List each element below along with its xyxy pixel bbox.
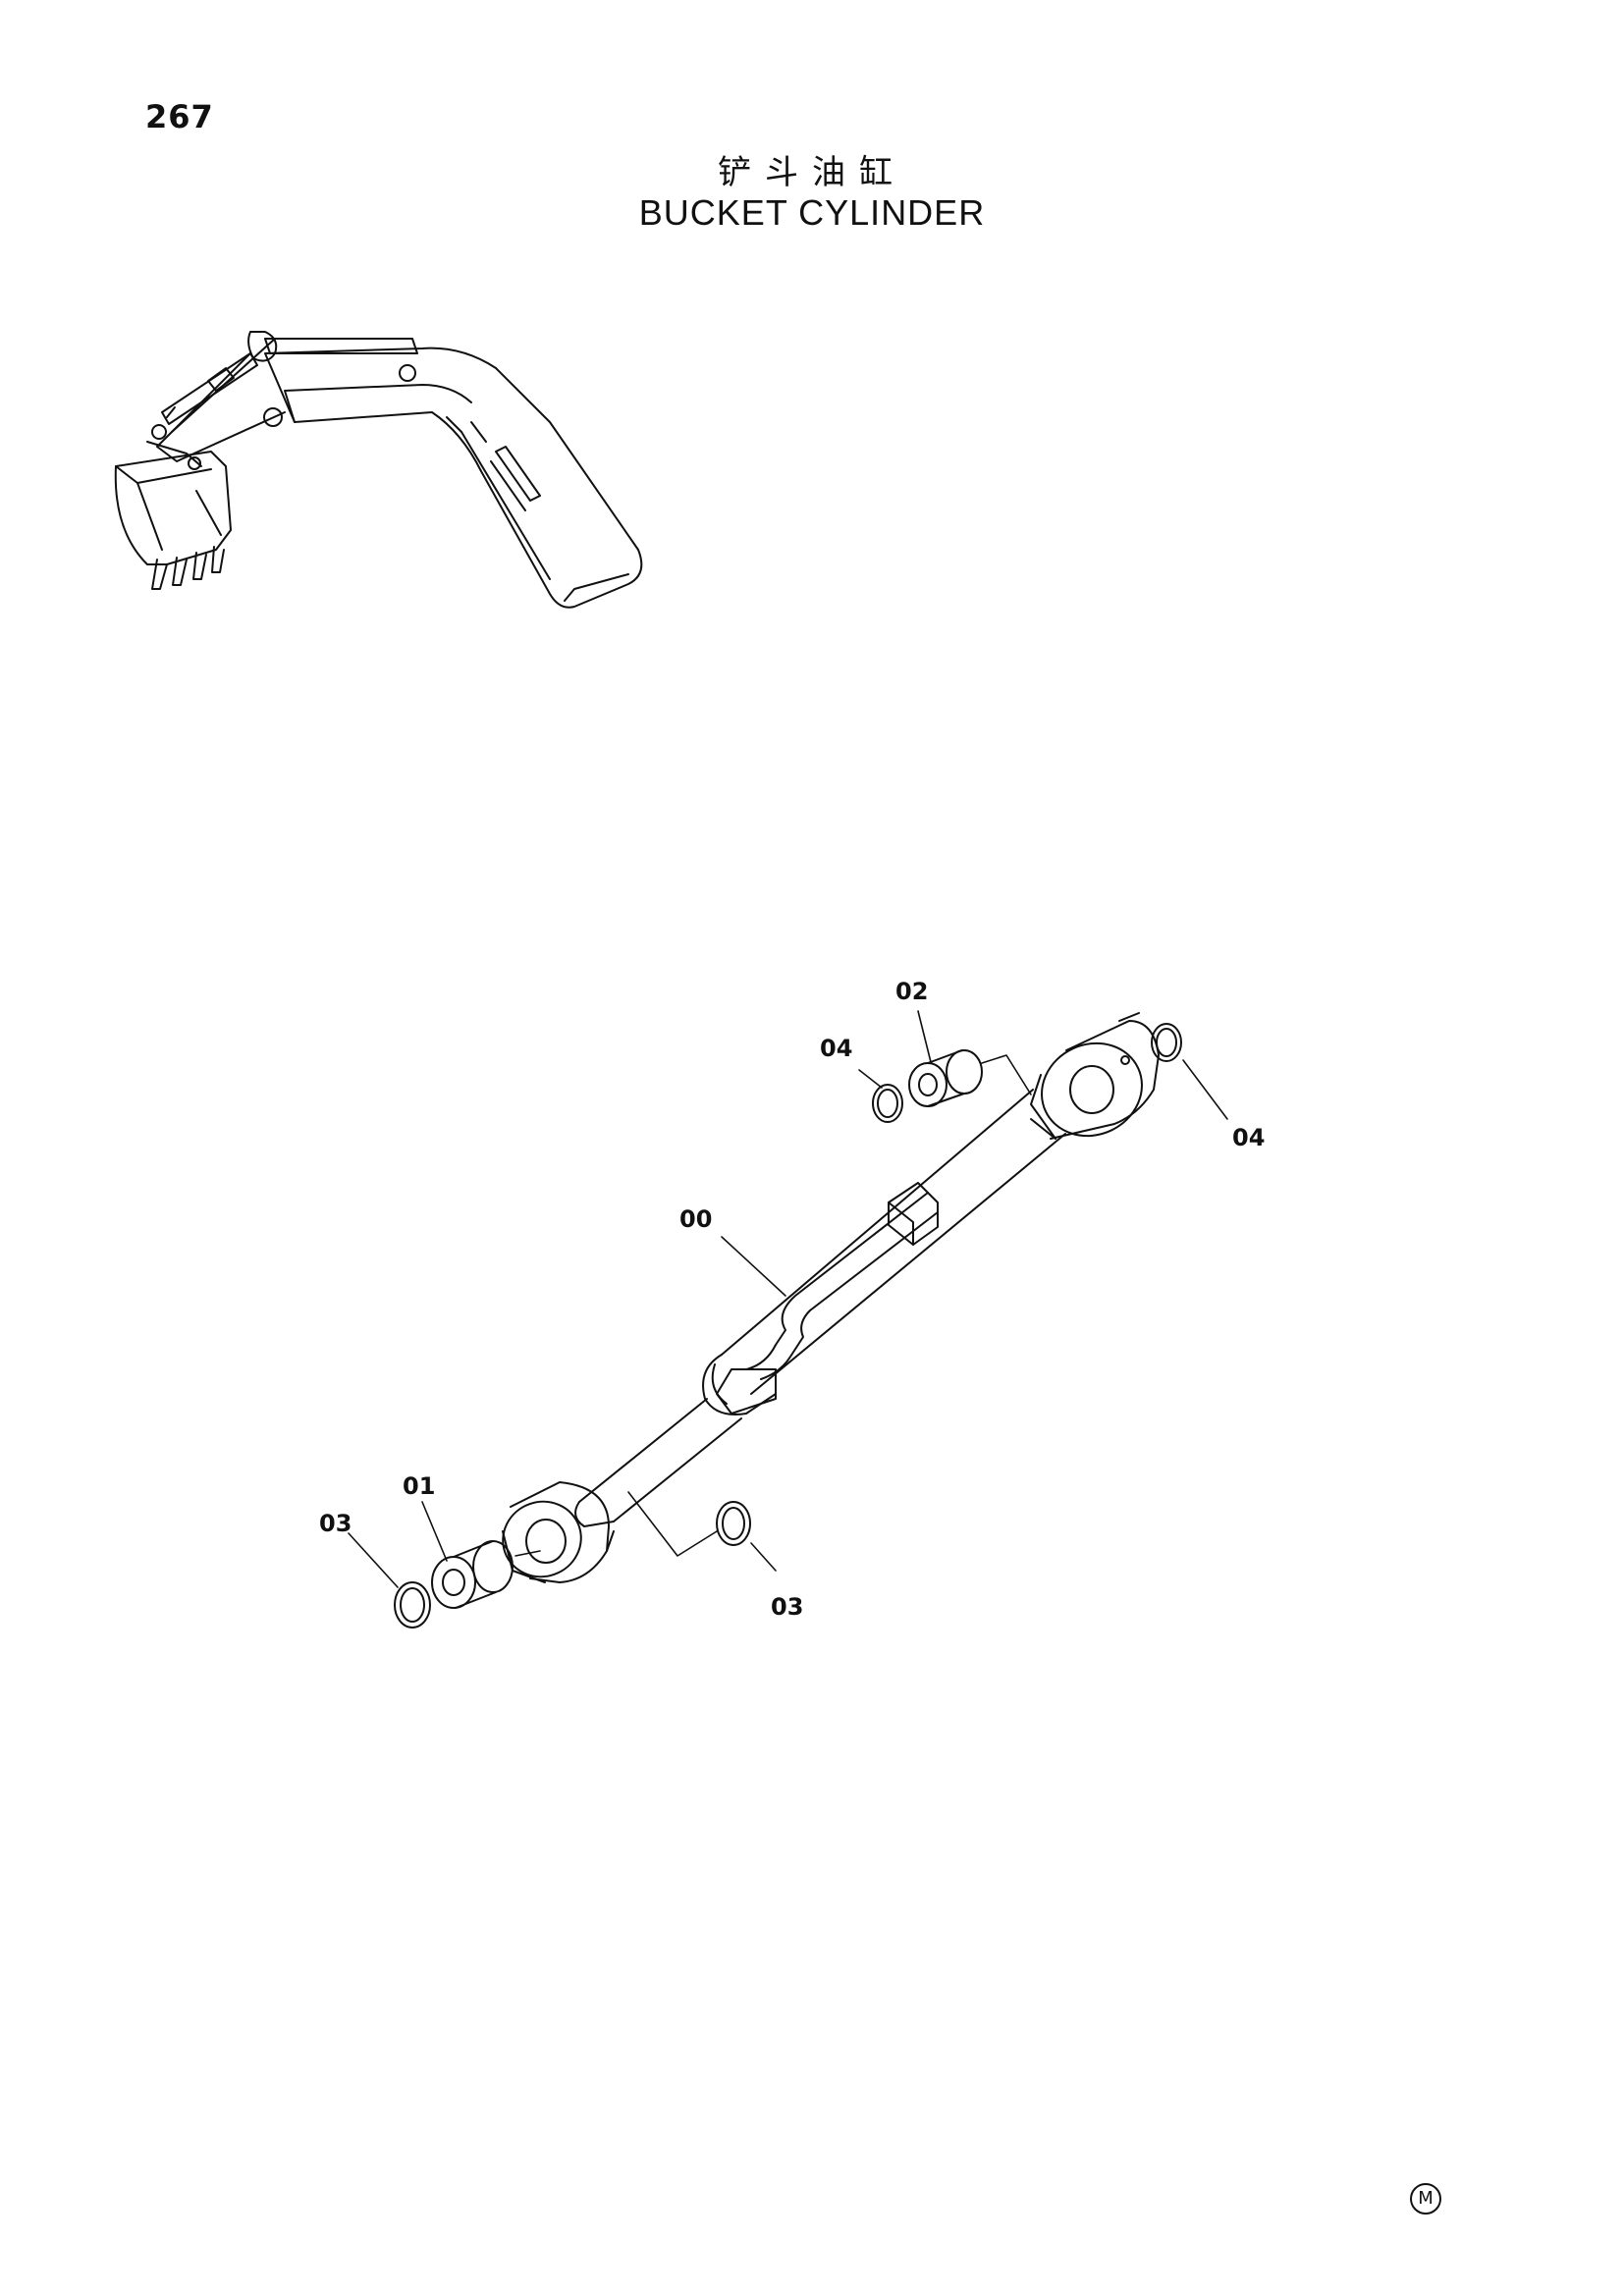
leader-lines [348, 1010, 1228, 1588]
callout-02: 02 [895, 978, 928, 1005]
page-number: 267 [145, 98, 214, 135]
bucket-cylinder-assembly [394, 1012, 1182, 1629]
callout-04-right: 04 [1232, 1124, 1265, 1151]
callout-03-left: 03 [319, 1510, 352, 1537]
callout-00: 00 [679, 1205, 712, 1233]
callout-04-left: 04 [820, 1035, 852, 1062]
callout-01: 01 [403, 1472, 435, 1500]
title-chinese: 铲斗油缸 [718, 153, 906, 192]
title-english: BUCKET CYLINDER [638, 192, 986, 233]
excavator-arm-illustration [114, 331, 643, 609]
callout-03-right: 03 [771, 1593, 803, 1621]
corner-mark: M [1410, 2183, 1441, 2215]
